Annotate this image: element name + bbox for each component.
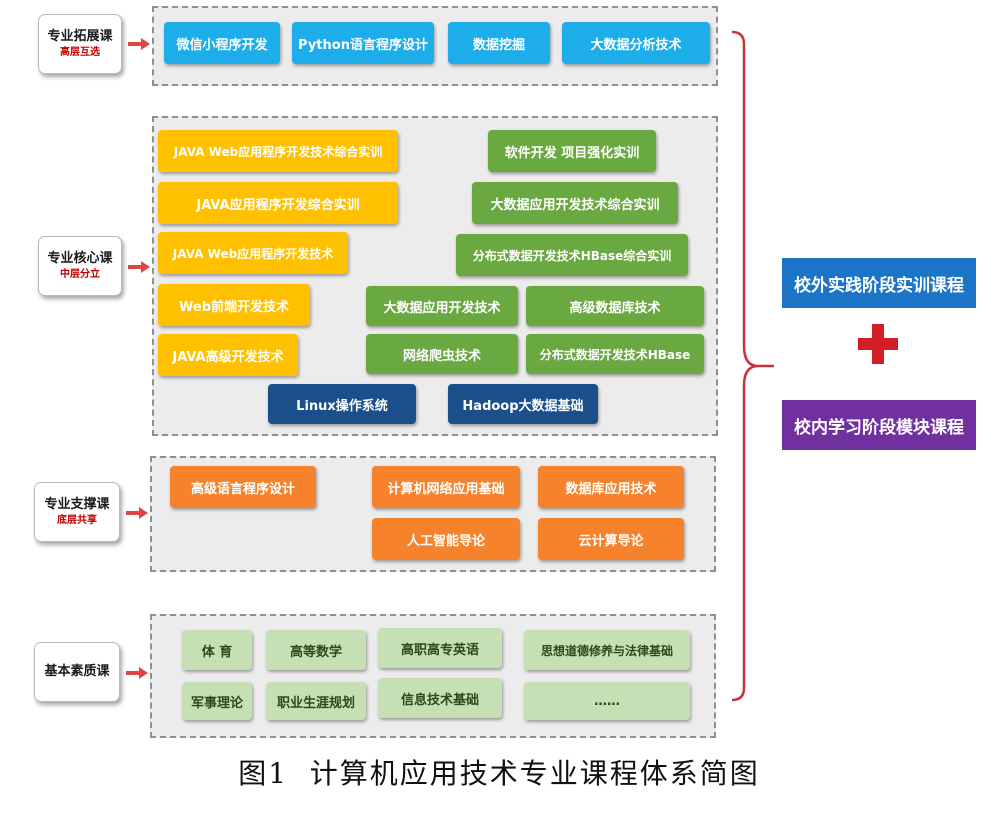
course-box: 微信小程序开发 bbox=[164, 22, 280, 64]
category-sub: 中层分立 bbox=[60, 269, 100, 280]
course-box: 高级数据库技术 bbox=[526, 286, 704, 326]
course-box: JAVA Web应用程序开发技术 bbox=[158, 232, 348, 274]
outside-practice-box: 校外实践阶段实训课程 bbox=[782, 258, 976, 308]
course-box: Hadoop大数据基础 bbox=[448, 384, 598, 424]
category-title: 基本素质课 bbox=[44, 664, 110, 679]
course-box: 高级语言程序设计 bbox=[170, 466, 316, 508]
course-box: 数据库应用技术 bbox=[538, 466, 684, 508]
category-title: 专业支撑课 bbox=[44, 497, 110, 512]
arrow-right-icon bbox=[128, 38, 150, 50]
course-box: JAVA应用程序开发综合实训 bbox=[158, 182, 398, 224]
course-box: 高等数学 bbox=[266, 630, 366, 670]
figure-caption: 图1 计算机应用技术专业课程体系简图 bbox=[238, 757, 760, 790]
course-box: Web前端开发技术 bbox=[158, 284, 310, 326]
category-sub: 底层共享 bbox=[57, 515, 97, 526]
course-box: 大数据分析技术 bbox=[562, 22, 710, 64]
course-box: Linux操作系统 bbox=[268, 384, 416, 424]
course-box: …… bbox=[524, 682, 690, 720]
category-sub: 高层互选 bbox=[60, 47, 100, 58]
category-core: 专业核心课 中层分立 bbox=[38, 236, 122, 296]
arrow-right-icon bbox=[126, 507, 148, 519]
course-box: 分布式数据开发技术HBase bbox=[526, 334, 704, 374]
plus-icon bbox=[858, 324, 898, 364]
category-title: 专业拓展课 bbox=[47, 29, 113, 44]
course-box: 人工智能导论 bbox=[372, 518, 520, 560]
course-box: 高职高专英语 bbox=[378, 628, 502, 668]
course-box: 软件开发 项目强化实训 bbox=[488, 130, 656, 172]
course-box: 数据挖掘 bbox=[448, 22, 550, 64]
course-box: 思想道德修养与法律基础 bbox=[524, 630, 690, 670]
course-box: 职业生涯规划 bbox=[266, 682, 366, 720]
course-box: JAVA高级开发技术 bbox=[158, 334, 298, 376]
course-box: 分布式数据开发技术HBase综合实训 bbox=[456, 234, 688, 276]
course-box: 军事理论 bbox=[182, 682, 252, 720]
course-box: JAVA Web应用程序开发技术综合实训 bbox=[158, 130, 398, 172]
category-extension: 专业拓展课 高层互选 bbox=[38, 14, 122, 74]
category-title: 专业核心课 bbox=[47, 251, 113, 266]
course-box: 计算机网络应用基础 bbox=[372, 466, 520, 508]
course-box: Python语言程序设计 bbox=[292, 22, 434, 64]
course-box: 信息技术基础 bbox=[378, 678, 502, 718]
arrow-right-icon bbox=[128, 261, 150, 273]
category-basic: 基本素质课 bbox=[34, 642, 120, 702]
course-box: 体 育 bbox=[182, 630, 252, 670]
bracket-icon bbox=[731, 30, 774, 702]
category-support: 专业支撑课 底层共享 bbox=[34, 482, 120, 542]
course-box: 云计算导论 bbox=[538, 518, 684, 560]
course-box: 大数据应用开发技术综合实训 bbox=[472, 182, 678, 224]
inside-learning-box: 校内学习阶段模块课程 bbox=[782, 400, 976, 450]
course-box: 网络爬虫技术 bbox=[366, 334, 518, 374]
course-box: 大数据应用开发技术 bbox=[366, 286, 518, 326]
arrow-right-icon bbox=[126, 667, 148, 679]
